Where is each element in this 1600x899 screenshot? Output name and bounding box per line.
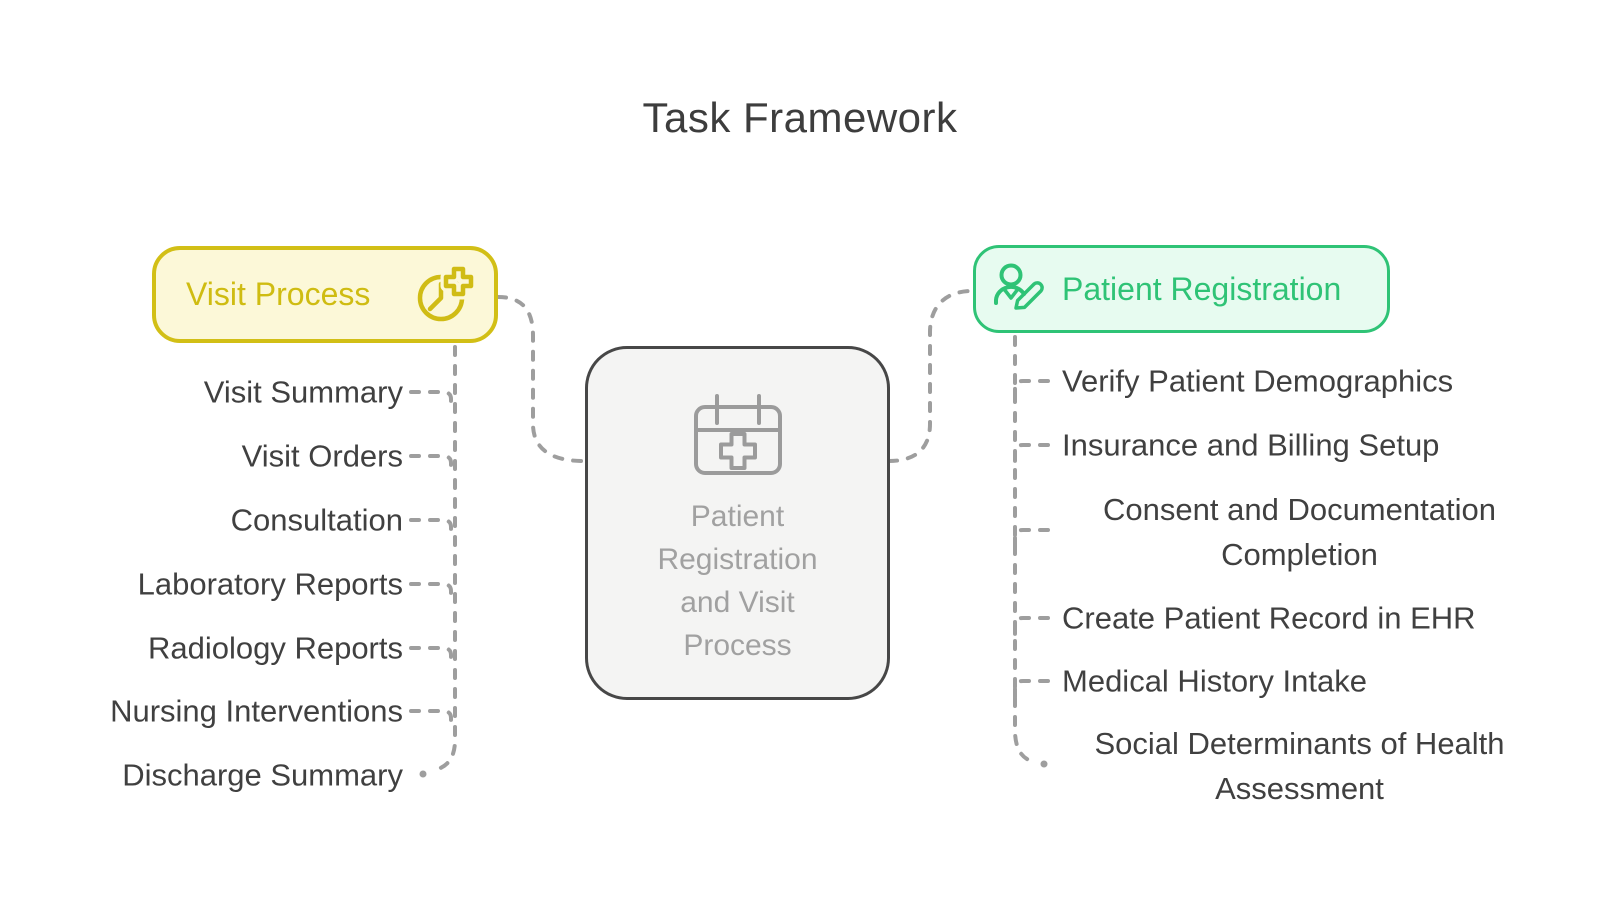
visit-process-label: Visit Process	[186, 276, 371, 312]
clock-plus-icon	[414, 265, 476, 324]
item-visit-summary[interactable]: Visit Summary	[203, 374, 403, 410]
item-visit-orders[interactable]: Visit Orders	[241, 438, 403, 474]
item-nursing-interventions[interactable]: Nursing Interventions	[110, 693, 403, 729]
item-laboratory-reports[interactable]: Laboratory Reports	[137, 566, 403, 602]
patient-registration-node[interactable]: Patient Registration	[973, 245, 1390, 333]
wire-center-to-right	[887, 289, 974, 463]
center-node[interactable]: Patient Registration and Visit Process	[585, 346, 890, 700]
visit-process-node[interactable]: Visit Process	[152, 246, 498, 343]
wire-right-trunk	[1013, 335, 1033, 763]
wire-left-trunk	[436, 345, 457, 771]
item-consent-documentation[interactable]: Consent and Documentation Completion	[1103, 492, 1496, 572]
page-title: Task Framework	[642, 94, 958, 141]
item-insurance-billing-setup[interactable]: Insurance and Billing Setup	[1062, 427, 1440, 463]
item-consultation[interactable]: Consultation	[230, 502, 403, 538]
wire-left-to-center	[496, 295, 585, 463]
item-social-determinants-health[interactable]: Social Determinants of Health Assessment	[1094, 726, 1505, 806]
calendar-plus-icon	[692, 393, 784, 479]
patient-registration-label: Patient Registration	[1062, 270, 1342, 307]
center-node-label: Patient Registration and Visit Process	[657, 500, 818, 662]
item-discharge-summary[interactable]: Discharge Summary	[122, 757, 403, 793]
item-create-patient-record-ehr[interactable]: Create Patient Record in EHR	[1062, 600, 1476, 636]
person-edit-icon	[990, 262, 1046, 316]
item-verify-patient-demographics[interactable]: Verify Patient Demographics	[1062, 363, 1454, 399]
item-radiology-reports[interactable]: Radiology Reports	[147, 630, 403, 666]
item-medical-history-intake[interactable]: Medical History Intake	[1062, 663, 1367, 699]
